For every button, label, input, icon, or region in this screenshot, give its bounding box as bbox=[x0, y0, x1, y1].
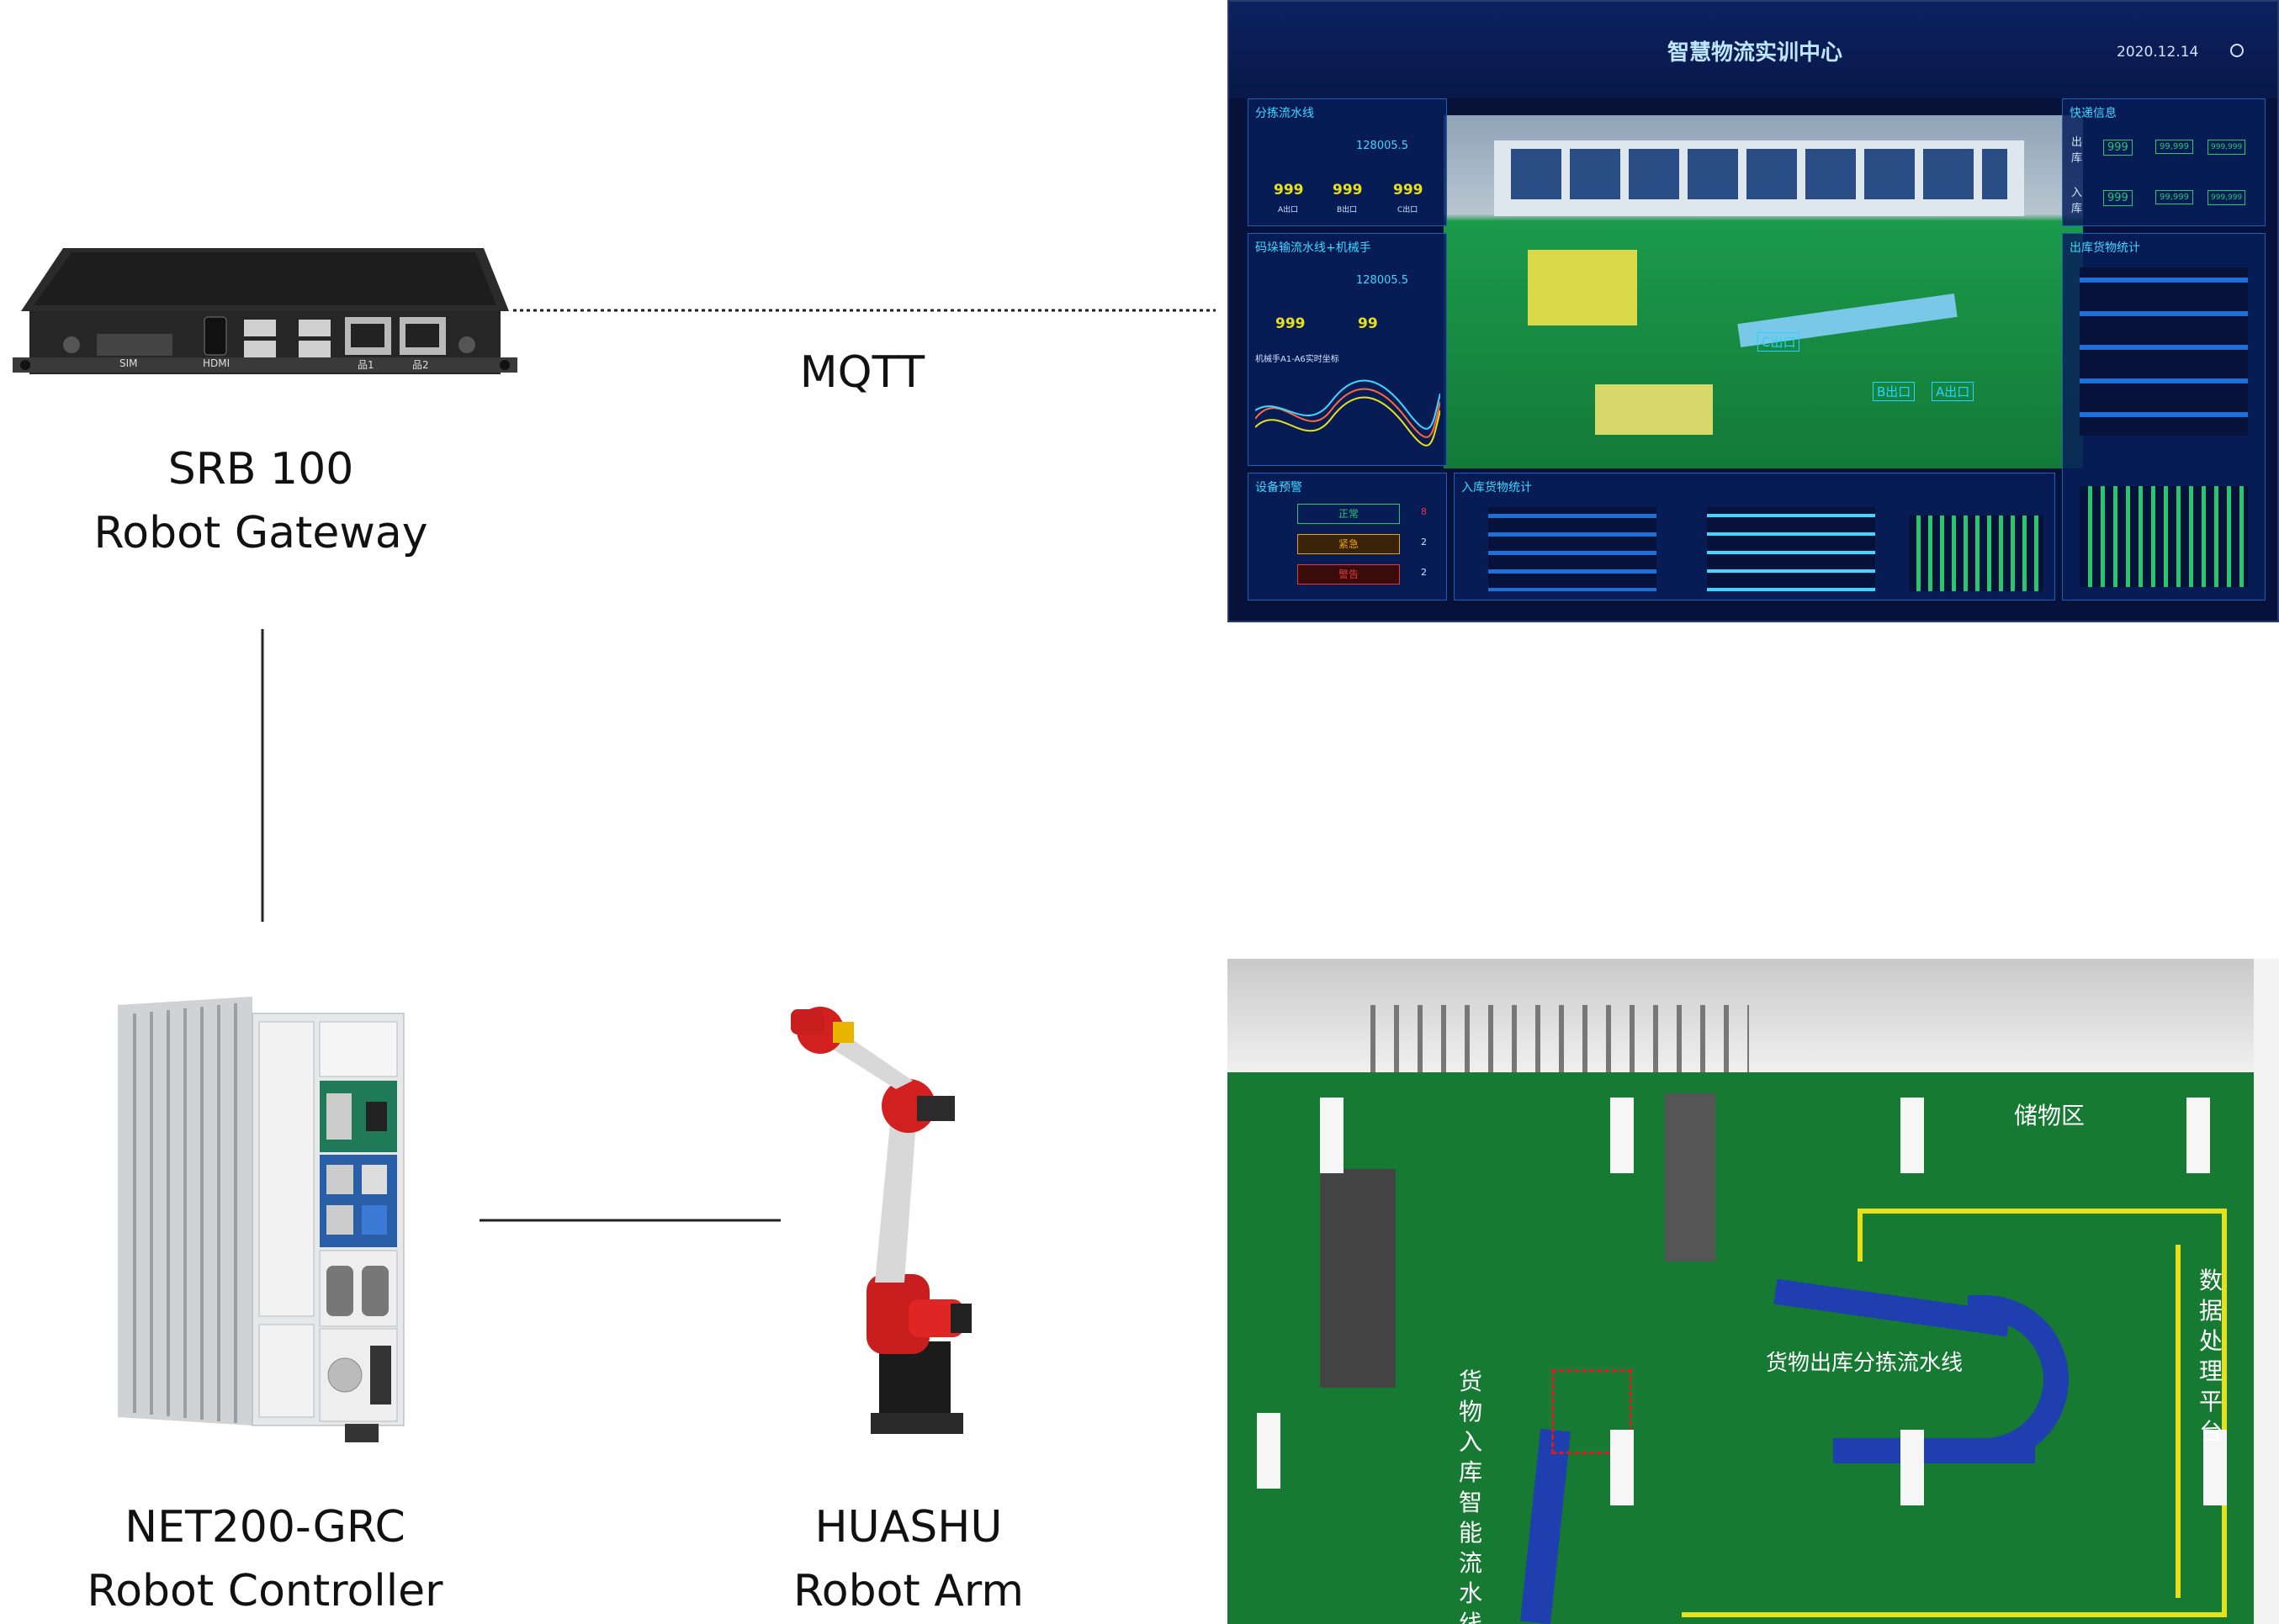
dashboard-title: 智慧物流实训中心 bbox=[1667, 40, 1842, 66]
alarm-status-normal: 正常 bbox=[1297, 504, 1400, 524]
express-in-month: 99,999 bbox=[2155, 190, 2193, 204]
controller-name: NET200-GRC bbox=[125, 1502, 405, 1553]
power-icon[interactable] bbox=[2230, 44, 2244, 57]
palletizing-value2: 99 bbox=[1358, 315, 1378, 332]
alarm-count-warning: 2 bbox=[1421, 567, 1427, 578]
outbound-line-label: 货物出库分拣流水线 bbox=[1766, 1351, 1964, 1376]
map-label-a: A出口 bbox=[1932, 382, 1974, 401]
gateway-name: SRB 100 bbox=[167, 444, 354, 495]
warehouse-3d-view bbox=[1444, 115, 2083, 468]
mqtt-label: MQTT bbox=[799, 347, 925, 398]
dashboard-header bbox=[1229, 2, 2277, 98]
pillar bbox=[2186, 1098, 2210, 1173]
pillar bbox=[2203, 1430, 2227, 1505]
alarm-count-urgent: 2 bbox=[1421, 537, 1427, 548]
controller-device-image bbox=[118, 997, 405, 1442]
inbound-stats-title: 入库货物统计 bbox=[1461, 481, 1532, 495]
express-in-day: 999 bbox=[2103, 190, 2133, 206]
pillar bbox=[1610, 1098, 1634, 1173]
shelf-row bbox=[1528, 250, 1637, 325]
gateway-port-lan1: 品1 bbox=[358, 359, 374, 371]
express-title: 快递信息 bbox=[2070, 107, 2117, 120]
storage-area-label: 储物区 bbox=[2014, 1102, 2086, 1129]
equipment-alarm-title: 设备预警 bbox=[1255, 481, 1302, 495]
express-out-month: 99,999 bbox=[2155, 140, 2193, 154]
sorting-line-title: 分拣流水线 bbox=[1255, 107, 1314, 120]
express-out-day: 999 bbox=[2103, 140, 2133, 156]
sorting-line-counter: 128005.5 bbox=[1356, 140, 1409, 152]
sorting-outlet-a: 999 bbox=[1274, 182, 1304, 198]
robot-zone-marker bbox=[1551, 1369, 1632, 1454]
storage-rack-mid bbox=[1665, 1093, 1715, 1262]
floorplan-floor bbox=[1227, 1072, 2254, 1624]
palletizing-chart-label: 机械手A1-A6实时坐标 bbox=[1255, 355, 1339, 364]
alarm-count-normal: 8 bbox=[1421, 506, 1427, 517]
gateway-port-sim: SIM bbox=[119, 357, 138, 369]
map-label-b: B出口 bbox=[1873, 382, 1916, 401]
palletizing-counter: 128005.5 bbox=[1356, 274, 1409, 287]
express-out-year: 999,999 bbox=[2207, 140, 2246, 155]
palletizing-panel: 码垛输流水线+机械手 128005.5 999 99 机械手A1-A6实时坐标 bbox=[1248, 233, 1447, 466]
alarm-status-urgent: 紧急 bbox=[1297, 534, 1400, 554]
alarm-status-warning: 警告 bbox=[1297, 564, 1400, 585]
sorting-outlet-c-label: C出口 bbox=[1397, 206, 1418, 214]
gateway-role: Robot Gateway bbox=[93, 508, 428, 558]
storage-rack-left bbox=[1320, 1169, 1396, 1388]
express-panel: 快递信息 出库 入库 999 99,999 999,999 999 99,999… bbox=[2062, 98, 2266, 226]
gateway-label: SRB 100 Robot Gateway bbox=[50, 437, 471, 565]
express-in-label: 入库 bbox=[2071, 187, 2083, 215]
storage-shelves-top bbox=[1370, 1005, 1749, 1072]
pillar bbox=[1610, 1430, 1634, 1505]
pillar bbox=[1257, 1413, 1280, 1489]
data-platform-label: 数据处理平台 bbox=[2199, 1267, 2223, 1446]
sorting-outlet-c: 999 bbox=[1393, 182, 1423, 198]
pillar bbox=[1900, 1098, 1924, 1173]
inbound-stats-panel: 入库货物统计 bbox=[1454, 473, 2055, 600]
pillar bbox=[1900, 1430, 1924, 1505]
warehouse-windows bbox=[1511, 149, 2007, 199]
express-in-year: 999,999 bbox=[2207, 190, 2246, 205]
sorting-outlet-b-label: B出口 bbox=[1337, 206, 1358, 214]
palletizing-title: 码垛输流水线+机械手 bbox=[1255, 241, 1371, 255]
pillar bbox=[1320, 1098, 1344, 1173]
controller-label: NET200-GRC Robot Controller bbox=[55, 1495, 475, 1623]
inbound-bars-2 bbox=[1707, 507, 1875, 591]
dashboard-date: 2020.12.14 bbox=[2117, 44, 2199, 61]
palletizing-wave-chart bbox=[1255, 379, 1440, 447]
inbound-column-chart bbox=[1909, 516, 2043, 591]
outbound-bars bbox=[2080, 267, 2248, 436]
gateway-port-lan2: 品2 bbox=[412, 359, 429, 371]
outbound-column-chart bbox=[2080, 486, 2248, 587]
robot-arm-image bbox=[791, 1007, 972, 1434]
map-label-c: C出口 bbox=[1757, 332, 1800, 352]
inbound-line-label: 货物入库智能流水线 bbox=[1459, 1367, 1483, 1624]
equipment-alarm-panel: 设备预警 正常 紧急 警告 8 2 2 bbox=[1248, 473, 1447, 600]
sorting-line-panel: 分拣流水线 128005.5 999 999 999 A出口 B出口 C出口 bbox=[1248, 98, 1447, 226]
floorplan-right-wall bbox=[2254, 959, 2279, 1624]
floorplan-yellow-lines bbox=[1682, 1209, 2227, 1617]
dashboard-screen: 智慧物流实训中心 2020.12.14 C出口 B出口 A出口 分拣流水线 12… bbox=[1227, 0, 2279, 622]
inbound-bars bbox=[1488, 507, 1656, 591]
sorting-outlet-a-label: A出口 bbox=[1278, 206, 1299, 214]
gateway-device-image bbox=[13, 248, 517, 374]
crate-stack bbox=[1595, 384, 1713, 435]
sorting-outlet-b: 999 bbox=[1333, 182, 1363, 198]
palletizing-value: 999 bbox=[1275, 315, 1306, 332]
outbound-stats-panel: 出库货物统计 bbox=[2062, 233, 2266, 600]
arm-name: HUASHU bbox=[814, 1502, 1003, 1553]
gateway-port-hdmi: HDMI bbox=[203, 357, 231, 369]
outbound-stats-title: 出库货物统计 bbox=[2070, 241, 2140, 255]
controller-role: Robot Controller bbox=[87, 1566, 443, 1616]
floorplan-render: 储物区 货物出库分拣流水线 货物入库智能流水线 数据处理平台 bbox=[1227, 959, 2279, 1624]
arm-role: Robot Arm bbox=[792, 1566, 1025, 1616]
arm-label: HUASHU Robot Arm bbox=[698, 1495, 1119, 1623]
outbound-conveyor-return bbox=[1833, 1438, 2035, 1463]
express-out-label: 出库 bbox=[2071, 136, 2083, 165]
